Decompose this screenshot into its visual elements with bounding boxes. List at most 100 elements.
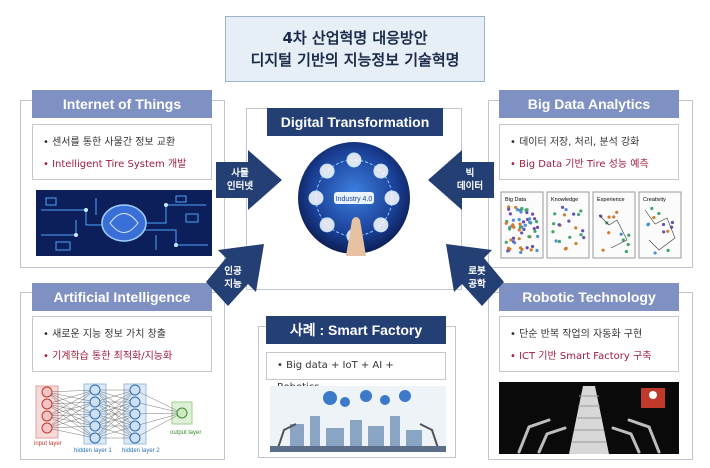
- arrow-robot-label: 로봇 공학: [468, 266, 486, 290]
- nn-hidden2-label: hidden layer 2: [122, 448, 160, 454]
- bigdata-dot: [527, 235, 531, 239]
- iot-bullet-1: • 센서를 통한 사물간 정보 교환: [43, 137, 176, 148]
- bigdata-dot: [662, 230, 666, 234]
- bigdata-dot: [519, 250, 523, 255]
- nn-edge: [94, 389, 136, 415]
- bd-title-1: Knowledge: [551, 197, 578, 203]
- industry40-globe: Industry 4.0: [296, 140, 412, 256]
- robot-line-image: [499, 382, 679, 454]
- bigdata-dot: [666, 248, 670, 252]
- nn-node: [176, 407, 188, 419]
- nn-node: [89, 420, 101, 432]
- nn-edge: [94, 389, 136, 403]
- robot-bullet-1: • 단순 반복 작업의 자동화 구현: [510, 329, 643, 340]
- bigdata-dot: [507, 227, 512, 231]
- nn-edge: [134, 412, 183, 415]
- robot-assembly-illustration: [517, 386, 665, 454]
- nn-edge: [46, 425, 96, 429]
- industry40-tech-icon: [373, 217, 389, 233]
- bigdata-dot: [562, 213, 567, 217]
- neural-network-image: input layer hidden layer 1 hidden layer …: [32, 382, 212, 454]
- bigdata-dot: [511, 236, 516, 240]
- bigdata-dot: [607, 231, 611, 235]
- bigdata-dot: [518, 225, 523, 229]
- bigdata-dot: [504, 221, 508, 225]
- nn-edge: [94, 389, 136, 439]
- bigdata-dot: [530, 244, 535, 249]
- bigdata-bullets: • 데이터 저장, 처리, 분석 강화 • Big Data 기반 Tire 성…: [499, 124, 679, 180]
- nn-node: [129, 384, 141, 396]
- bigdata-dot: [517, 237, 521, 241]
- industry40-tech-icon: [384, 190, 400, 206]
- robot-bullets: • 단순 반복 작업의 자동화 구현 • ICT 기반 Smart Factor…: [499, 316, 679, 372]
- bigdata-dot: [576, 212, 581, 217]
- nn-node: [41, 410, 53, 422]
- nn-input-label: input layer: [34, 441, 62, 447]
- bigdata-dot: [552, 222, 556, 226]
- bigdata-dot: [572, 212, 576, 216]
- main-title-box: 4차 산업혁명 대응방안 디지털 기반의 지능정보 기술혁명: [225, 16, 485, 82]
- nn-edge: [134, 412, 183, 439]
- bigdata-dot: [574, 241, 578, 246]
- industry40-tech-icon: [346, 152, 362, 168]
- nn-edge: [46, 413, 96, 429]
- nn-node: [129, 432, 141, 444]
- bigdata-dot: [557, 223, 561, 227]
- bigdata-dot: [511, 218, 515, 222]
- bigdata-dot: [520, 247, 524, 252]
- bigdata-dot: [567, 219, 571, 223]
- bigdata-dot: [520, 231, 524, 235]
- nn-edge: [94, 413, 136, 439]
- arrow-robot: [446, 244, 504, 306]
- bigdata-dot: [507, 207, 511, 211]
- bigdata-dot: [509, 238, 513, 242]
- bd-title-0: Big Data: [505, 197, 527, 203]
- nn-node: [89, 432, 101, 444]
- bigdata-dot: [626, 242, 630, 247]
- bigdata-dot: [657, 211, 661, 216]
- circuit-illustration: [41, 195, 208, 251]
- bigdata-dot: [615, 210, 619, 214]
- bigdata-dot: [515, 208, 520, 212]
- industry40-tech-icon: [319, 163, 335, 179]
- bigdata-bullet-2: • Big Data 기반 Tire 성능 예측: [510, 159, 649, 170]
- factory-header: 사례 : Smart Factory: [266, 316, 446, 344]
- industry40-tech-icon: [308, 190, 324, 206]
- bigdata-dot: [535, 248, 539, 253]
- industry40-tech-icon: [319, 217, 335, 233]
- bigdata-dot: [536, 234, 540, 239]
- bigdata-dot: [553, 212, 557, 216]
- bigdata-dot: [533, 229, 537, 233]
- arrow-bigdata: [428, 150, 494, 210]
- bigdata-dot: [551, 230, 555, 234]
- bigdata-dot: [650, 206, 654, 211]
- bigdata-dot: [646, 222, 651, 226]
- bigdata-dot: [661, 222, 666, 227]
- nn-node: [129, 420, 141, 432]
- bigdata-dot: [527, 217, 532, 221]
- nn-edge: [46, 389, 96, 405]
- industry40-label: Industry 4.0: [336, 196, 373, 203]
- bigdata-dot: [535, 225, 540, 229]
- bigdata-dot: [504, 240, 508, 244]
- ai-bullet-1: • 새로운 지능 정보 가치 창출: [43, 329, 166, 340]
- bigdata-dot: [666, 229, 670, 233]
- bigdata-dot: [508, 247, 512, 251]
- title-line2: 디지털 기반의 지능정보 기술혁명: [250, 51, 460, 69]
- bigdata-dot: [528, 220, 532, 224]
- bigdata-dot: [508, 212, 512, 216]
- nn-node: [129, 408, 141, 420]
- bigdata-dot: [534, 219, 539, 224]
- bigdata-dot: [612, 215, 616, 219]
- bigdata-dot: [513, 241, 517, 245]
- iot-header: Internet of Things: [32, 90, 212, 118]
- iot-bullet-2: • Intelligent Tire System 개발: [43, 159, 187, 170]
- bigdata-dot: [579, 209, 583, 213]
- ai-header: Artificial Intelligence: [32, 283, 212, 311]
- bd-title-2: Experience: [597, 197, 625, 203]
- iot-circuit-image: [36, 190, 212, 256]
- nn-edge: [46, 389, 96, 393]
- bigdata-dot: [619, 232, 623, 236]
- arrow-bigdata-label: 빅 데이터: [456, 168, 484, 192]
